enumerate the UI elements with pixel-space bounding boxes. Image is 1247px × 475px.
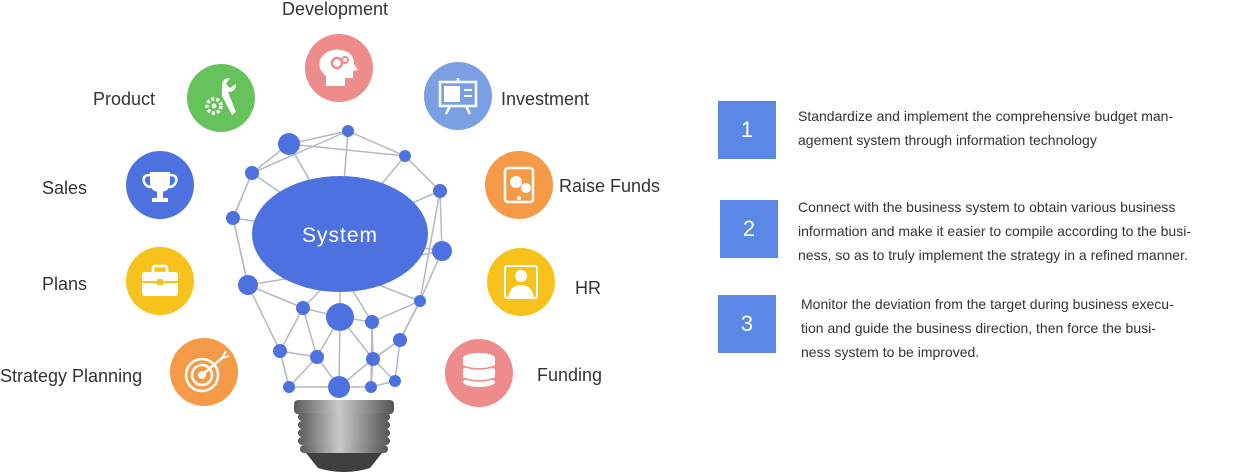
network-edge [347,130,406,157]
network-edge [232,217,249,286]
network-node [393,333,407,347]
step-number-3: 3 [718,295,776,353]
person-icon [504,265,538,299]
category-label-raise-funds: Raise Funds [559,176,661,196]
network-node [238,275,258,295]
network-edge [404,155,441,192]
network-node [273,344,287,358]
network-node [310,350,324,364]
network-node [326,303,354,331]
bulb-diagram: System [126,34,555,472]
step-2-line-3: ness, so as to truly implement the strat… [798,247,1188,263]
step-number-1: 1 [718,101,776,159]
network-node [365,381,377,393]
network-edge [288,143,406,157]
category-circle-product[interactable] [187,64,255,132]
step-3-line-2: tion and guide the business direction, t… [801,320,1156,336]
network-node [328,376,350,398]
category-label-sales: Sales [42,178,88,198]
wrench-gear-icon [205,78,236,115]
network-node [399,150,411,162]
step-1-line-1: Standardize and implement the comprehens… [798,108,1174,124]
briefcase-icon [142,264,178,296]
system-node[interactable]: System [252,176,428,292]
network-edge [371,300,421,323]
network-node [283,381,295,393]
network-edge [302,307,318,358]
category-circle-plans[interactable] [126,247,194,315]
category-label-plans: Plans [42,274,88,294]
category-label-strategy-planning: Strategy Planning [0,366,143,386]
bulb-base [294,400,394,472]
network-node [389,375,401,387]
presentation-board-icon [438,78,478,115]
category-label-funding: Funding [537,365,603,385]
trophy-icon [142,172,178,202]
network-node [433,184,447,198]
system-label: System [302,224,378,247]
network-edge [232,172,253,219]
network-node [226,211,240,225]
money-tablet-icon [503,166,535,204]
step-text-2: Connect with the business system to obta… [798,195,1247,267]
category-circle-strategy-planning[interactable] [170,338,238,406]
category-circle-hr[interactable] [487,248,555,316]
category-label-development: Development [282,0,389,19]
head-gears-icon [319,49,358,86]
network-node [432,241,452,261]
step-text-3: Monitor the deviation from the target du… [801,292,1247,364]
step-number-2: 2 [720,200,778,258]
category-label-investment: Investment [501,89,590,109]
network-node [366,352,380,366]
network-node [342,125,354,137]
category-circle-sales[interactable] [126,151,194,219]
step-3-line-3: ness system to be improved. [801,344,980,360]
network-edge [279,307,304,352]
network-node [278,133,300,155]
category-label-hr: HR [575,278,601,298]
network-edge [399,300,421,341]
network-nodes [226,125,452,398]
network-node [296,301,310,315]
step-1-line-2: agement system through information techn… [798,132,1097,148]
target-icon [184,350,230,393]
step-2-line-1: Connect with the business system to obta… [798,199,1176,215]
network-node [245,166,259,180]
category-circle-raise-funds[interactable] [485,151,553,219]
network-edge [247,284,281,352]
category-circle-investment[interactable] [424,62,492,130]
category-circle-development[interactable] [305,34,373,102]
category-circle-funding[interactable] [445,339,513,407]
network-edge [439,190,443,252]
step-3-line-1: Monitor the deviation from the target du… [801,296,1174,312]
step-text-1: Standardize and implement the comprehens… [798,104,1247,152]
category-label-product: Product [93,89,156,109]
database-icon [462,353,496,387]
network-node [414,295,426,307]
network-node [365,315,379,329]
network-edge [251,130,349,174]
network-edge [419,190,441,302]
step-2-line-2: information and make it easier to compil… [798,223,1191,239]
